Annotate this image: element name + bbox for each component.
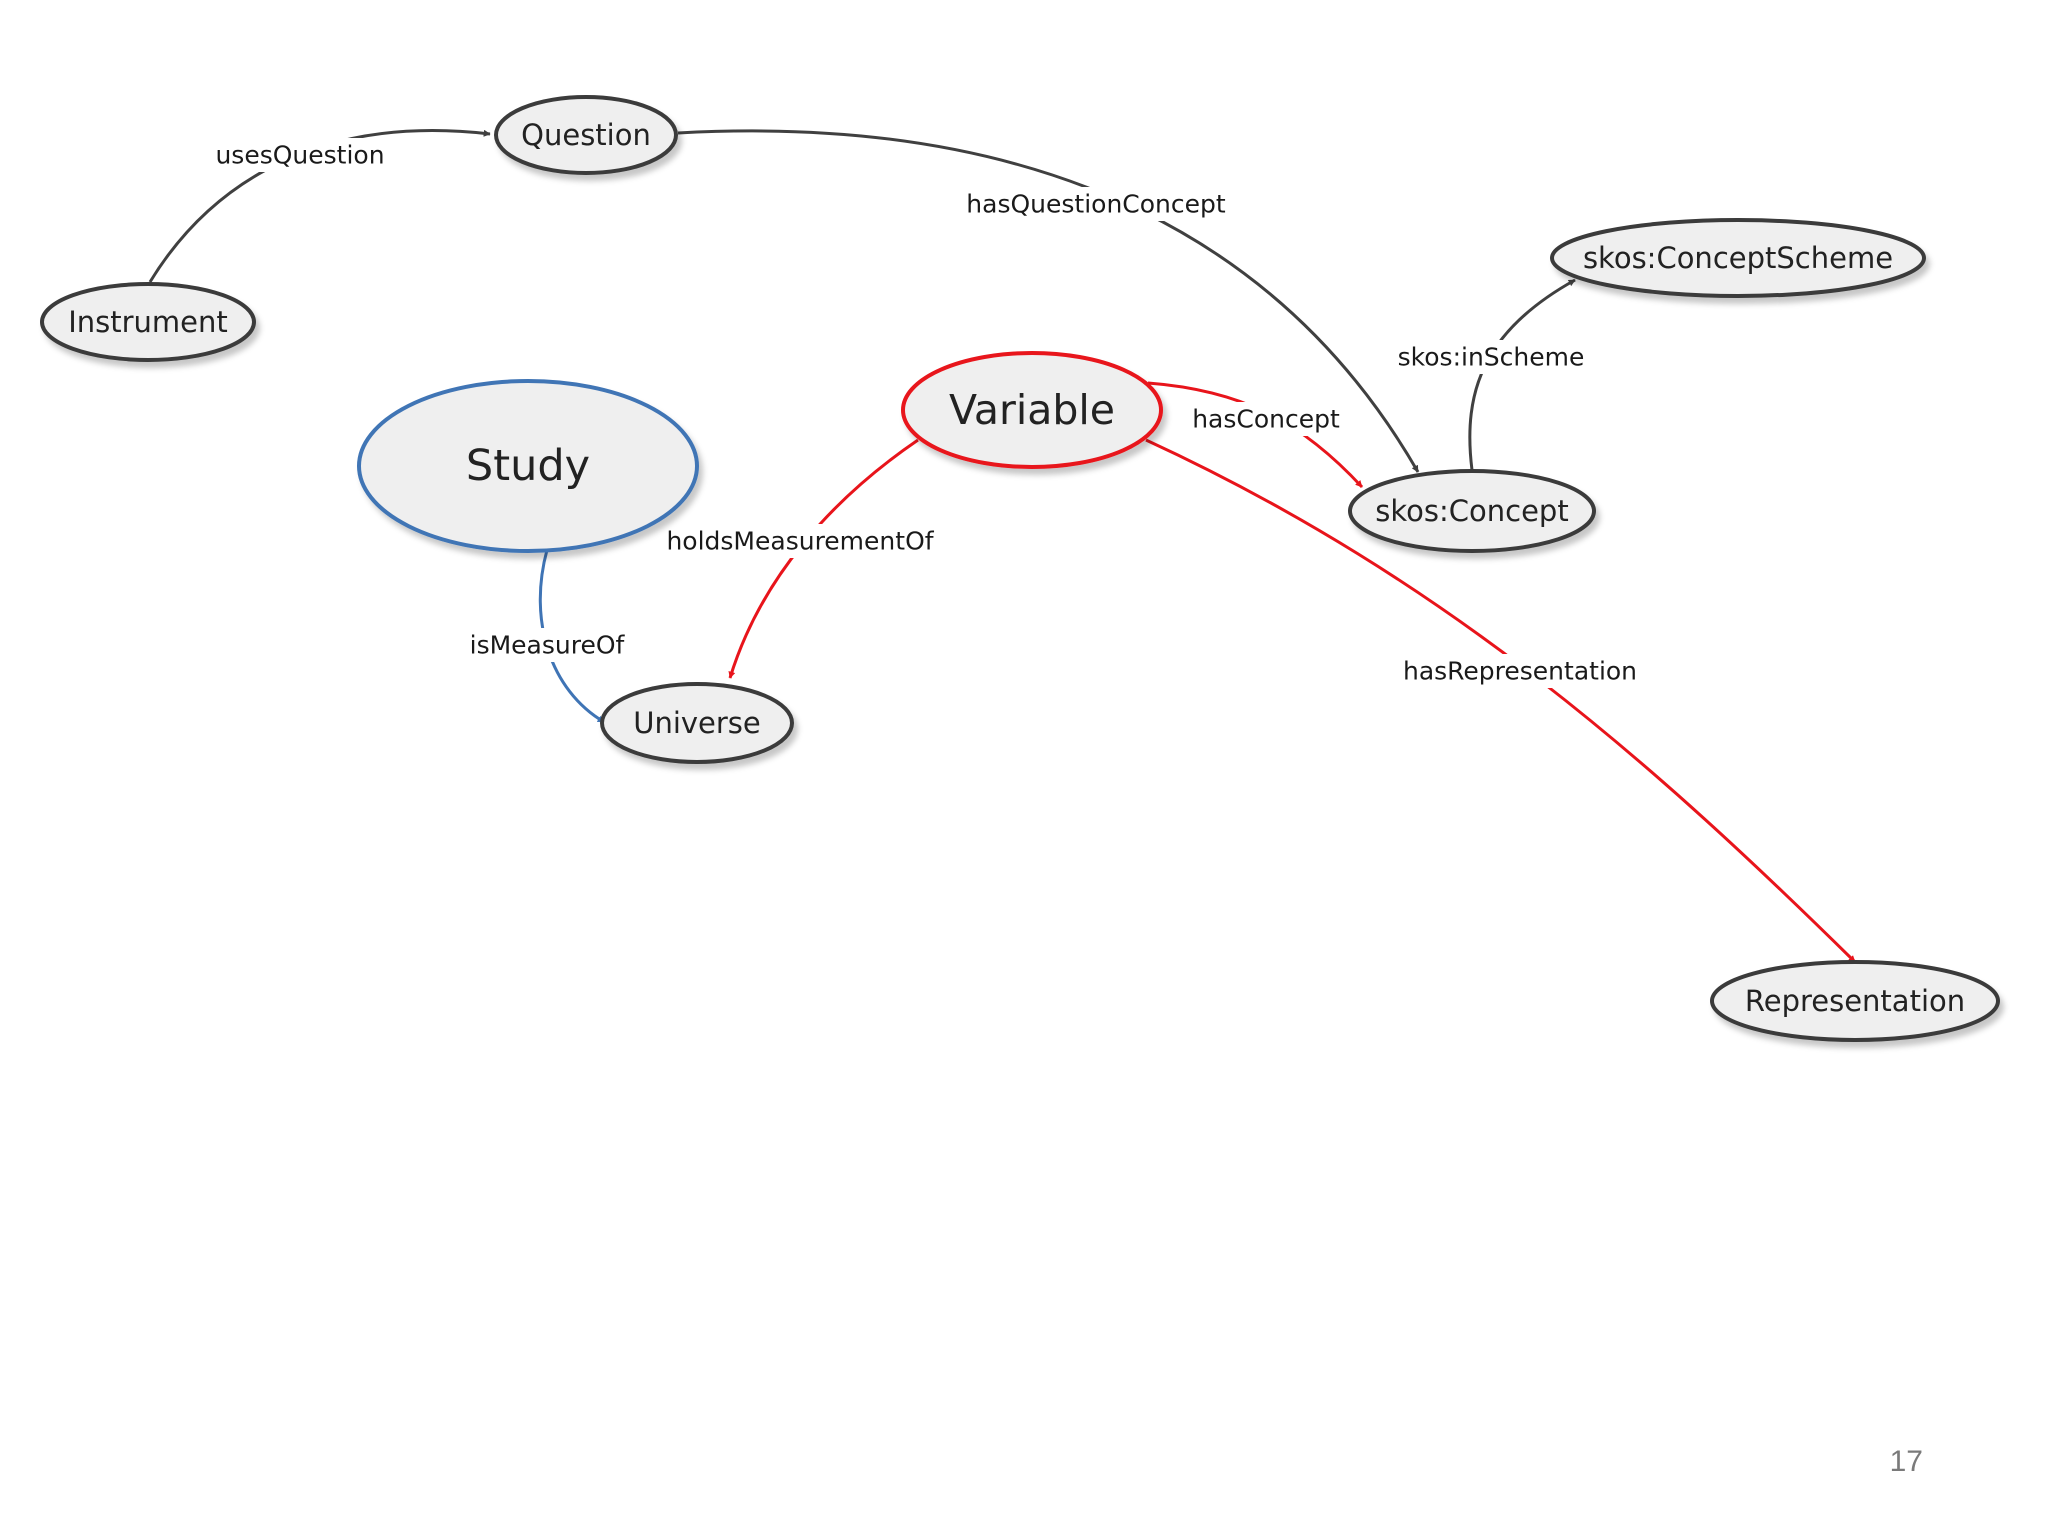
svg-text:skos:inScheme: skos:inScheme xyxy=(1398,343,1585,372)
svg-text:isMeasureOf: isMeasureOf xyxy=(470,631,626,660)
node-concept-scheme[interactable]: skos:ConceptScheme xyxy=(1550,218,1926,298)
edge-label-in-scheme: skos:inScheme xyxy=(1398,340,1585,374)
edge-label-has-representation: hasRepresentation xyxy=(1400,654,1640,688)
node-question[interactable]: Question xyxy=(494,95,678,175)
edge-label-holds-measurement-of: holdsMeasurementOf xyxy=(664,524,936,558)
edge-holds-measurement-of[interactable] xyxy=(728,438,919,679)
svg-text:Variable: Variable xyxy=(949,386,1115,434)
svg-text:hasRepresentation: hasRepresentation xyxy=(1403,657,1637,686)
node-variable[interactable]: Variable xyxy=(901,351,1163,469)
edge-label-has-concept: hasConcept xyxy=(1190,402,1340,436)
edge-label-has-question-concept: hasQuestionConcept xyxy=(962,187,1230,221)
svg-text:hasConcept: hasConcept xyxy=(1192,405,1340,434)
node-instrument[interactable]: Instrument xyxy=(40,282,256,362)
svg-text:Question: Question xyxy=(521,118,651,152)
page-number: 17 xyxy=(1889,1445,1923,1478)
svg-text:skos:Concept: skos:Concept xyxy=(1375,494,1568,528)
svg-text:skos:ConceptScheme: skos:ConceptScheme xyxy=(1583,241,1893,275)
svg-text:holdsMeasurementOf: holdsMeasurementOf xyxy=(666,527,934,556)
edge-in-scheme xyxy=(1468,278,1576,471)
edge-label-uses-question: usesQuestion xyxy=(212,138,388,172)
edge-label-is-measure-of: isMeasureOf xyxy=(466,628,628,662)
svg-text:Instrument: Instrument xyxy=(68,305,228,339)
node-concept[interactable]: skos:Concept xyxy=(1348,469,1596,553)
svg-text:usesQuestion: usesQuestion xyxy=(215,141,384,170)
node-universe[interactable]: Universe xyxy=(600,682,794,764)
svg-text:Universe: Universe xyxy=(633,706,761,740)
svg-text:Representation: Representation xyxy=(1745,984,1965,1018)
node-study[interactable]: Study xyxy=(357,379,699,553)
node-representation[interactable]: Representation xyxy=(1710,960,2000,1042)
svg-text:hasQuestionConcept: hasQuestionConcept xyxy=(966,190,1226,219)
svg-text:Study: Study xyxy=(466,441,590,491)
